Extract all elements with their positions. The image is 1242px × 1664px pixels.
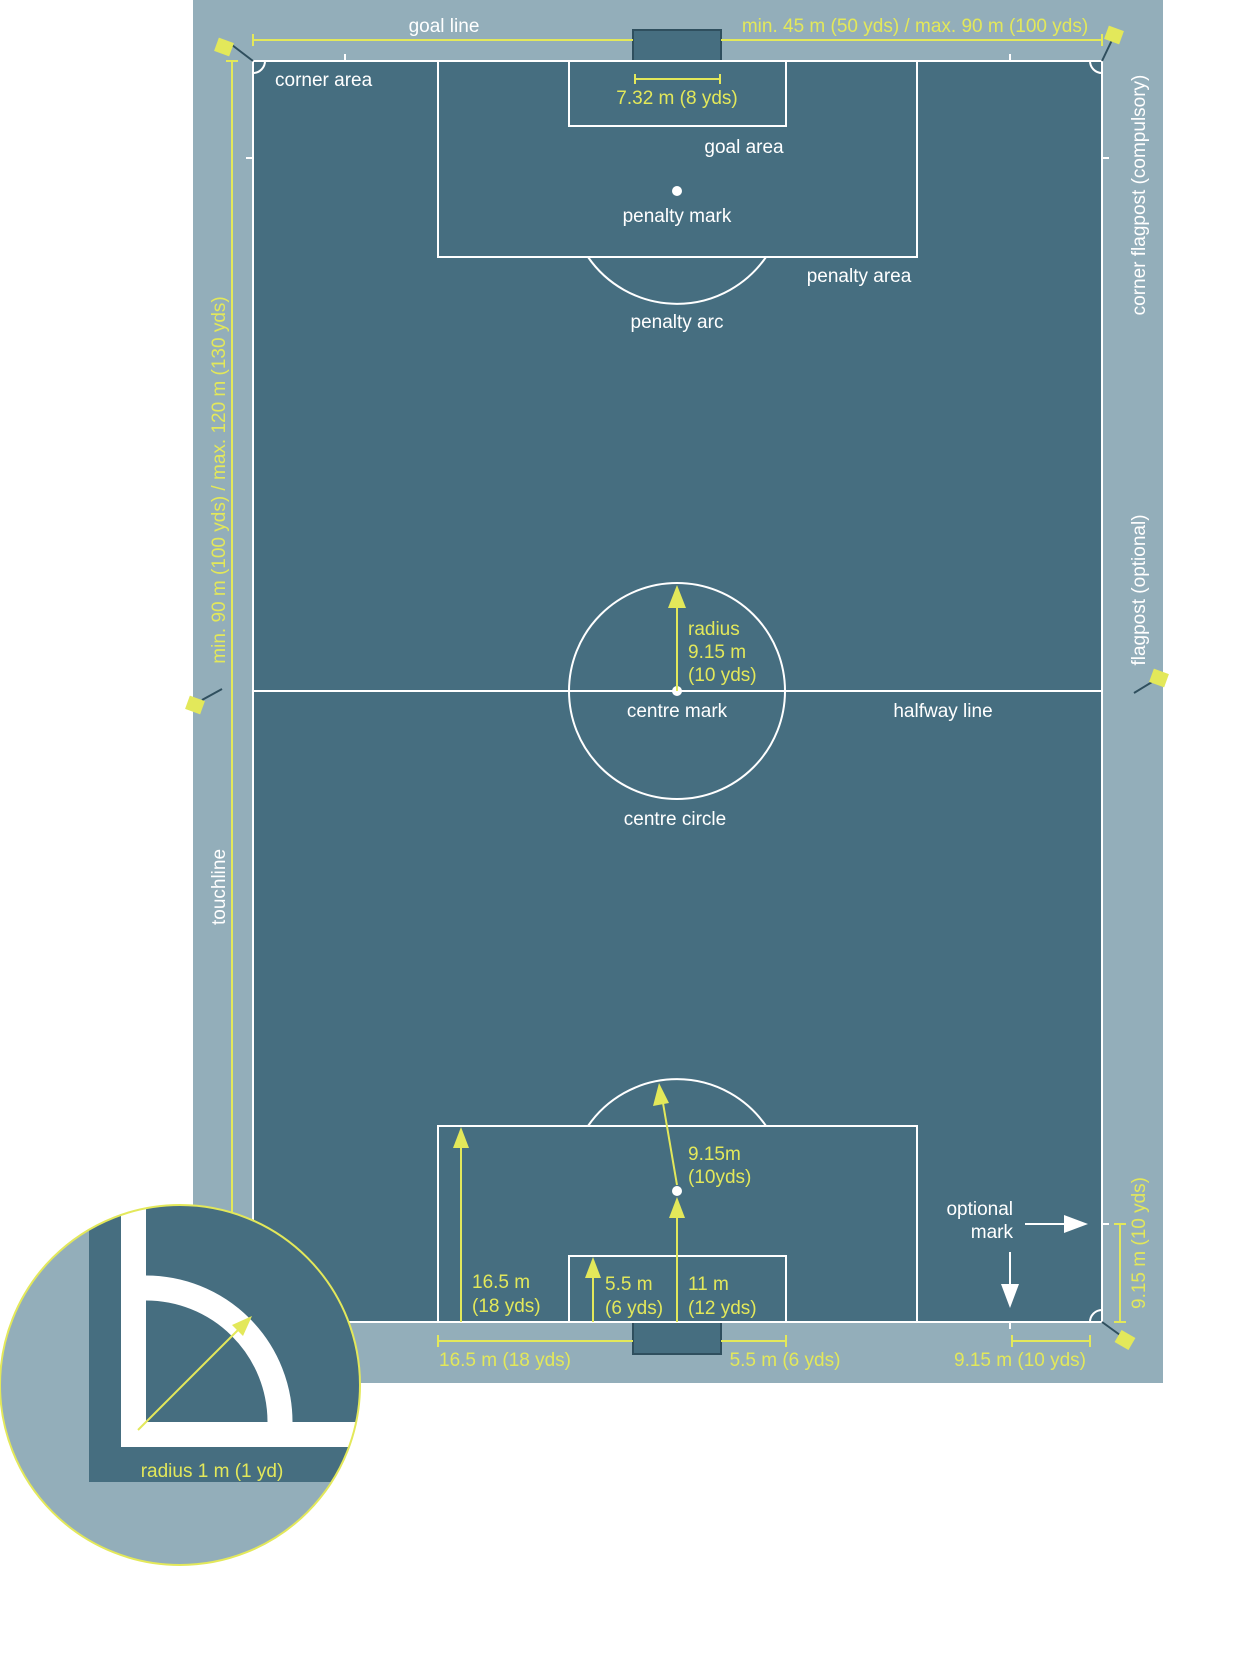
bottom-corner-dimension: 9.15 m (10 yds) [954, 1350, 1086, 1371]
corner-flag-icon [214, 37, 254, 62]
goal-line-label: goal line [409, 16, 480, 37]
centre-circle-label: centre circle [624, 809, 726, 830]
length-dimension: min. 90 m (100 yds) / max. 120 m (130 yd… [209, 296, 230, 663]
penalty-arc-bottom [587, 1078, 767, 1127]
penalty-mark-top [672, 186, 682, 196]
flagpost-icon [185, 688, 223, 715]
halfway-line-label: halfway line [893, 701, 992, 722]
flagpost-optional-label: flagpost (optional) [1129, 514, 1150, 665]
goal-bottom [632, 1321, 722, 1355]
goal-area-top [568, 60, 787, 127]
arc-distance-label: 9.15m [688, 1144, 741, 1165]
optional-mark-label: mark [971, 1222, 1014, 1243]
corner-flag-icon [1101, 1321, 1136, 1351]
corner-flag-icon [1101, 25, 1124, 62]
flagpost-icon [1133, 668, 1169, 694]
optional-mark-arrows [1001, 1215, 1088, 1308]
goal-area-depth: (6 yds) [605, 1298, 663, 1319]
corner-arc [1089, 1309, 1103, 1323]
penalty-area-depth: 16.5 m [472, 1272, 530, 1293]
centre-mark-label: centre mark [627, 701, 728, 722]
goal-area-depth: 5.5 m [605, 1274, 653, 1295]
radius-label: radius [688, 619, 740, 640]
arc-distance-label: (10yds) [688, 1167, 751, 1188]
corner-arc [252, 60, 266, 74]
corner-area-label: corner area [275, 70, 373, 91]
goal-area-label: goal area [704, 137, 784, 158]
penalty-mark-distance: (12 yds) [688, 1298, 757, 1319]
arrowheads [453, 585, 686, 1278]
penalty-area-label: penalty area [807, 266, 912, 287]
goal-width-dimension: 7.32 m (8 yds) [616, 88, 737, 109]
optional-mark-label: optional [946, 1199, 1013, 1220]
side-corner-dimension: 9.15 m (10 yds) [1129, 1177, 1150, 1309]
bottom-pa-dimension: 16.5 m (18 yds) [439, 1350, 571, 1371]
penalty-mark-label: penalty mark [623, 206, 732, 227]
penalty-mark-bottom [672, 1186, 682, 1196]
penalty-mark-distance: 11 m [688, 1274, 729, 1295]
penalty-arc-top [587, 256, 767, 305]
bottom-ga-dimension: 5.5 m (6 yds) [730, 1350, 841, 1371]
centre-circle [568, 582, 786, 800]
dimension-lines [226, 34, 1126, 1347]
penalty-area-depth: (18 yds) [472, 1296, 541, 1317]
penalty-arc-label: penalty arc [631, 312, 724, 333]
corner-detail-inset [0, 1204, 361, 1566]
corner-flagpost-label: corner flagpost (compulsory) [1129, 75, 1150, 316]
optional-marks [246, 54, 1109, 1329]
radius-label: (10 yds) [688, 665, 757, 686]
corner-radius-dimension: radius 1 m (1 yd) [141, 1461, 284, 1482]
radius-label: 9.15 m [688, 642, 746, 663]
corner-arc [1089, 60, 1103, 74]
touchline-label: touchline [209, 849, 230, 925]
width-dimension: min. 45 m (50 yds) / max. 90 m (100 yds) [742, 16, 1088, 37]
goal-top [632, 29, 722, 62]
